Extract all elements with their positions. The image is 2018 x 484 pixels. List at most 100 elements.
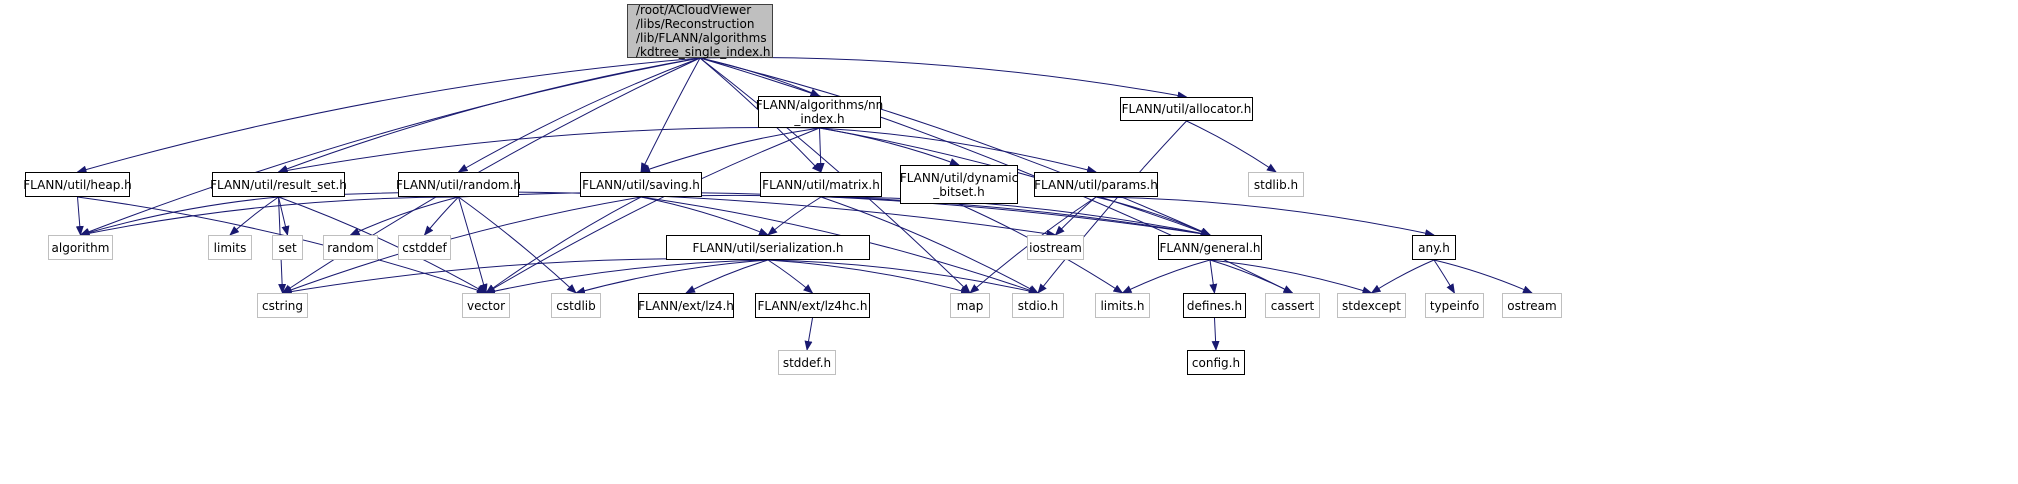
node-stdio: stdio.h [1012,293,1064,318]
edge-nn_index-to-saving [640,127,820,173]
node-label: vector [466,298,506,313]
edge-root-to-algorithm [79,57,701,236]
node-label: stdlib.h [1253,177,1299,192]
node-nn-index[interactable]: FLANN/algorithms/nn_index.h [755,96,884,128]
edge-matrix-to-serialization [767,196,822,236]
node-label: FLANN/util/heap.h [23,177,132,192]
node-label: cstdlib [556,298,596,313]
node-config[interactable]: config.h [1187,350,1245,375]
node-algorithm: algorithm [48,235,113,260]
node-label: stddef.h [782,355,832,370]
node-label: /kdtree_single_index.h [636,45,771,59]
edge-root-to-map [699,57,971,294]
edge-serialization-to-lz4 [685,259,769,294]
node-dynamic-bitset[interactable]: FLANN/util/dynamic_bitset.h [900,165,1018,204]
node-label: config.h [1191,355,1241,370]
edge-random_h-to-general [458,191,1211,238]
node-any[interactable]: any.h [1412,235,1456,260]
edge-saving-to-vector [485,196,642,294]
node-label: FLANN/util/dynamic [899,170,1019,185]
node-label: algorithm [51,240,110,255]
edge-nn_index-to-matrix [816,127,825,173]
node-random: random [323,235,378,260]
node-label: _index.h [794,112,845,126]
node-label: FLANN/util/allocator.h [1121,102,1252,116]
node-cstdlib: cstdlib [551,293,601,318]
node-label: stdexcept [1342,298,1401,313]
node-label: FLANN/util/matrix.h [762,177,880,192]
edge-saving-to-cstring [281,196,642,294]
edge-serialization-to-stdio [767,259,1039,295]
node-label: set [278,240,297,255]
node-stdlib-h: stdlib.h [1248,172,1304,197]
node-lz4hc[interactable]: FLANN/ext/lz4hc.h [755,293,870,318]
node-general[interactable]: FLANN/general.h [1158,235,1262,260]
node-label: FLANN/util/result_set.h [210,177,347,192]
edge-general-to-limits_h [1121,259,1211,294]
node-label: _bitset.h [933,184,985,199]
edge-serialization-to-map [767,259,971,295]
node-result-set[interactable]: FLANN/util/result_set.h [210,172,347,197]
edge-general-to-stdexcept [1209,259,1373,295]
node-limits: limits [208,235,252,260]
node-cstring: cstring [257,293,308,318]
node-serialization[interactable]: FLANN/util/serialization.h [666,235,870,260]
node-label: cassert [1270,298,1315,313]
edge-nn_index-to-result_set [277,127,820,175]
node-iostream: iostream [1027,235,1084,260]
edge-random_h-to-cstdlib [458,196,577,294]
node-label: any.h [1418,240,1450,255]
node-stddef-h: stddef.h [778,350,836,375]
edge-allocator-to-stdio [1037,120,1187,294]
edge-root-to-heap [76,57,701,174]
edge-lz4hc-to-stddef_h [804,317,813,351]
node-allocator[interactable]: FLANN/util/allocator.h [1120,97,1253,121]
node-random-h[interactable]: FLANN/util/random.h [395,172,522,197]
edge-random_h-to-random [349,196,459,236]
node-label: defines.h [1186,298,1243,313]
edge-matrix-to-general [820,196,1211,238]
node-cassert: cassert [1265,293,1320,318]
edge-heap-to-algorithm [75,196,84,236]
node-label: ostream [1507,298,1557,313]
node-vector: vector [462,293,510,318]
edge-serialization-to-cstring [281,258,769,296]
edge-random_h-to-cstddef [423,196,459,236]
edge-params-to-iostream [1054,196,1097,236]
edge-any-to-typeinfo [1433,259,1456,294]
node-saving[interactable]: FLANN/util/saving.h [580,172,702,197]
edge-any-to-ostream [1433,259,1533,294]
edge-saving-to-serialization [640,196,769,236]
node-label: iostream [1029,240,1082,255]
node-label: /libs/Reconstruction [636,17,755,31]
edge-root-to-saving [640,57,701,173]
node-root[interactable]: /root/ACloudViewer/libs/Reconstruction/l… [627,3,773,59]
edge-root-to-general [699,57,1211,236]
node-heap[interactable]: FLANN/util/heap.h [23,172,132,197]
edge-params-to-any [1095,196,1435,238]
node-set: set [272,235,303,260]
edge-serialization-to-vector [485,259,769,296]
node-matrix[interactable]: FLANN/util/matrix.h [760,172,882,197]
node-ostream: ostream [1502,293,1562,318]
node-label: FLANN/algorithms/nn [755,98,884,112]
node-defines[interactable]: defines.h [1183,293,1246,318]
node-params[interactable]: FLANN/util/params.h [1034,172,1158,197]
edge-serialization-to-cstdlib [575,259,769,295]
node-label: FLANN/general.h [1159,240,1261,255]
node-typeinfo: typeinfo [1425,293,1484,318]
node-label: random [327,240,374,255]
node-label: cstddef [402,240,447,255]
node-lz4[interactable]: FLANN/ext/lz4.h [638,293,734,318]
edge-random_h-to-algorithm [79,196,459,238]
edge-defines-to-config [1211,317,1220,351]
node-label: /root/ACloudViewer [636,3,752,17]
node-label: FLANN/ext/lz4hc.h [757,298,868,313]
edge-result_set-to-limits [229,196,279,236]
node-label: FLANN/util/random.h [395,177,522,192]
edge-result_set-to-algorithm [79,196,279,237]
edge-result_set-to-set [278,196,290,236]
edge-nn_index-to-params [819,127,1097,174]
node-stdexcept: stdexcept [1337,293,1406,318]
